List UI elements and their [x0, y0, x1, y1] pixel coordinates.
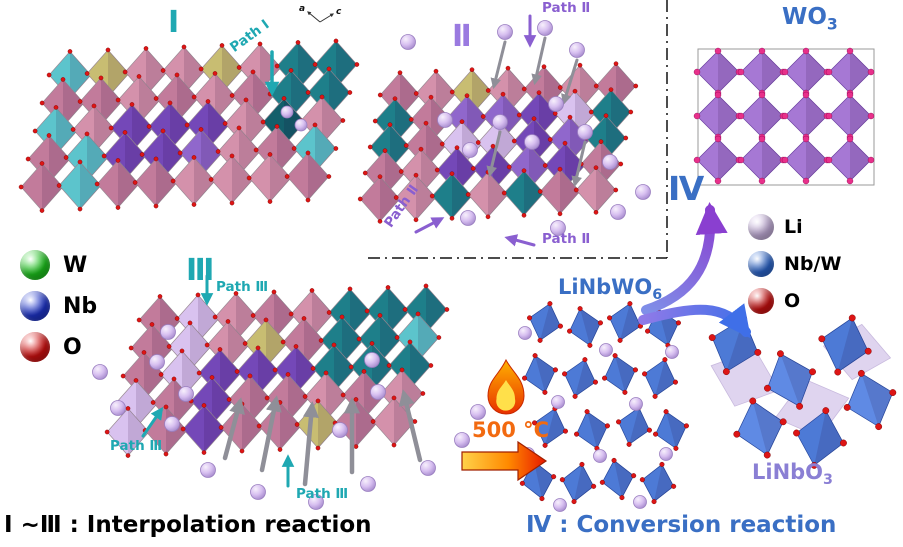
linbo3-label: LiNbO3	[752, 460, 833, 489]
nbw-atom-icon	[748, 251, 774, 277]
legend-label-nb: Nb	[63, 293, 98, 319]
legend-item-o2: O	[748, 288, 841, 314]
w-atom-icon	[20, 250, 50, 280]
panel1-structure	[18, 38, 360, 213]
o-atom-icon	[20, 332, 50, 362]
panel3-insertion-arrows	[222, 389, 423, 487]
panel2-insertion-arrows	[486, 36, 587, 188]
panel3-path-top-label: Path Ⅲ	[216, 279, 269, 295]
legend-item-nb: Nb	[20, 291, 97, 321]
legend-label-li: Li	[784, 216, 803, 238]
wo3-structure	[693, 47, 875, 186]
legend-item-o: O	[20, 332, 97, 362]
legend-label-o: O	[63, 334, 82, 360]
panel3-path-bottom-label: Path Ⅲ	[296, 486, 349, 502]
flame-icon	[487, 358, 525, 415]
legend-item-nbw: Nb/W	[748, 251, 841, 277]
legend-label-w: W	[63, 252, 88, 278]
caption-conversion: Ⅳ : Conversion reaction	[526, 512, 837, 538]
panel3-li-ions	[92, 324, 486, 510]
panel2-path-top-label: Path Ⅱ	[542, 0, 591, 16]
path-arrows	[141, 14, 537, 488]
axis-indicator	[307, 11, 335, 23]
legend-elements: W Nb O	[20, 250, 97, 373]
li-atom-icon	[748, 214, 774, 240]
panel1-numeral: Ⅰ	[168, 5, 181, 40]
legend-item-w: W	[20, 250, 97, 280]
linbwo6-structure	[518, 301, 689, 512]
panel3-path-bottomleft-label: Path Ⅲ	[110, 438, 163, 454]
axis-a-label: a	[299, 4, 306, 14]
o-atom-icon2	[748, 288, 774, 314]
reaction-arrow-icon	[461, 440, 548, 482]
legend-label-nbw: Nb/W	[784, 253, 842, 275]
conversion-arrows	[638, 202, 751, 339]
legend-item-li: Li	[748, 214, 841, 240]
panel3-numeral: Ⅲ	[186, 253, 216, 288]
panel2-li-ions	[400, 20, 651, 236]
linbwo6-label: LiNbWO6	[558, 275, 663, 304]
axis-c-label: c	[336, 7, 342, 17]
legend-products: Li Nb/W O	[748, 214, 841, 325]
panel2-divider	[368, 0, 668, 259]
legend-label-o2: O	[784, 290, 801, 312]
panel2-structure	[357, 61, 639, 224]
temperature-label: 500 °C	[472, 418, 550, 442]
caption-interpolation: Ⅰ ~Ⅲ : Interpolation reaction	[4, 512, 372, 538]
wo3-label: WO3	[782, 4, 838, 34]
linbo3-structure	[708, 314, 897, 469]
panel2-path-bottom-label: Path Ⅱ	[542, 231, 591, 247]
panel2-numeral: Ⅱ	[452, 19, 473, 54]
nb-atom-icon	[20, 291, 50, 321]
panel4-numeral: Ⅳ	[668, 169, 706, 208]
panel3-structure	[104, 283, 450, 458]
